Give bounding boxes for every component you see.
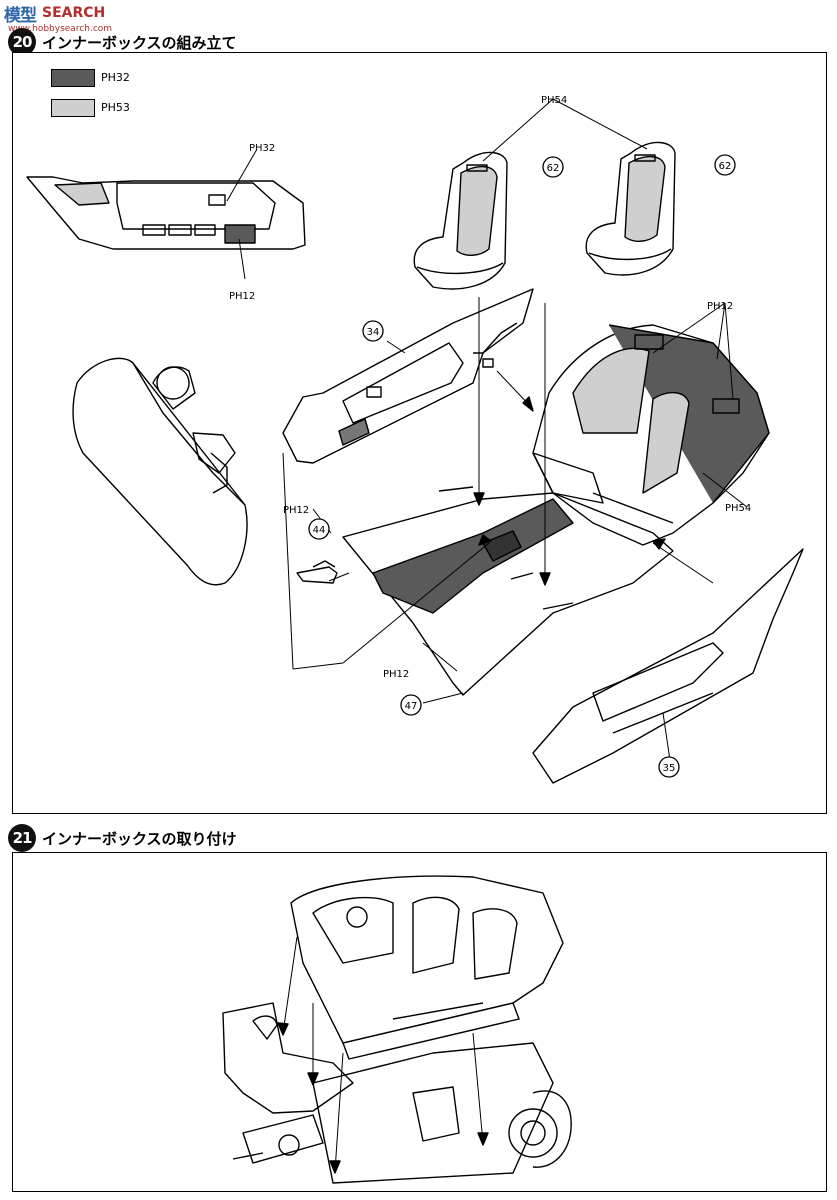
- dashboard-drawing: [72, 357, 248, 586]
- part-badge-62-left: 62: [542, 156, 564, 178]
- legend-swatch-ph53: [51, 99, 95, 117]
- step-21-number: 21: [8, 824, 36, 852]
- part-badge-47: 47: [400, 694, 422, 716]
- paint-label-rear-trim: PH12: [707, 301, 733, 312]
- legend-swatch-ph32: [51, 69, 95, 87]
- step-20-title: インナーボックスの組み立て: [42, 33, 237, 52]
- paint-label-door-left: PH32: [249, 143, 275, 154]
- interior-box-drawing: [290, 875, 564, 1060]
- step-21-panel: [12, 852, 827, 1192]
- step-21-title: インナーボックスの取り付け: [42, 829, 237, 848]
- part-badge-44-text: 44: [313, 525, 326, 536]
- paint-label-seats: PH54: [541, 95, 567, 106]
- step-21-diagram: [222, 875, 572, 1184]
- part-badge-35: 35: [658, 756, 680, 778]
- step-20-header: 20 インナーボックスの組み立て: [8, 28, 237, 56]
- assembly-arrows: [282, 936, 484, 1172]
- rear-seat-drawing: [532, 324, 770, 546]
- seat-right-drawing: [585, 141, 676, 276]
- door-panel-34-drawing: [282, 288, 534, 464]
- leader-lines: [226, 98, 748, 768]
- legend-label-ph32: PH32: [101, 71, 130, 84]
- watermark-url: www.hobbysearch.com: [8, 24, 113, 34]
- part-badge-62-right: 62: [714, 154, 736, 176]
- part-badge-35-text: 35: [663, 763, 676, 774]
- paint-label-shift: PH12: [283, 505, 309, 516]
- paint-label-floor: PH12: [383, 669, 409, 680]
- paint-label-rear-seat: PH54: [725, 503, 751, 514]
- legend-label-ph53: PH53: [101, 101, 130, 114]
- watermark-search-text: SEARCH: [42, 5, 106, 21]
- seat-left-drawing: [413, 151, 508, 290]
- step-20-number: 20: [8, 28, 36, 56]
- paint-label-door-speaker: PH12: [229, 291, 255, 302]
- part-badge-62-left-text: 62: [547, 163, 560, 174]
- step-20-panel: PH32 PH53: [12, 52, 827, 814]
- shift-knob-drawing: [296, 560, 338, 584]
- step-20-diagram: 62 62 34 44 47 35 PH32 PH12 PH54 PH12 P: [26, 95, 804, 784]
- part-badge-44: 44: [308, 518, 330, 540]
- part-badge-62-right-text: 62: [719, 161, 732, 172]
- part-badge-47-text: 47: [405, 701, 418, 712]
- watermark-logo-text: 模型: [4, 5, 37, 26]
- arrow-heads: [473, 396, 666, 586]
- part-badge-34-text: 34: [367, 327, 380, 338]
- floor-tub-drawing: [342, 486, 674, 696]
- part-badge-34: 34: [362, 320, 384, 342]
- chassis-drawing: [222, 1002, 572, 1184]
- door-panel-left-upper: [26, 176, 306, 250]
- step-21-header: 21 インナーボックスの取り付け: [8, 824, 237, 852]
- watermark-logo: 模型 SEARCH: [4, 2, 106, 26]
- assembly-arrow-heads: [277, 1022, 489, 1174]
